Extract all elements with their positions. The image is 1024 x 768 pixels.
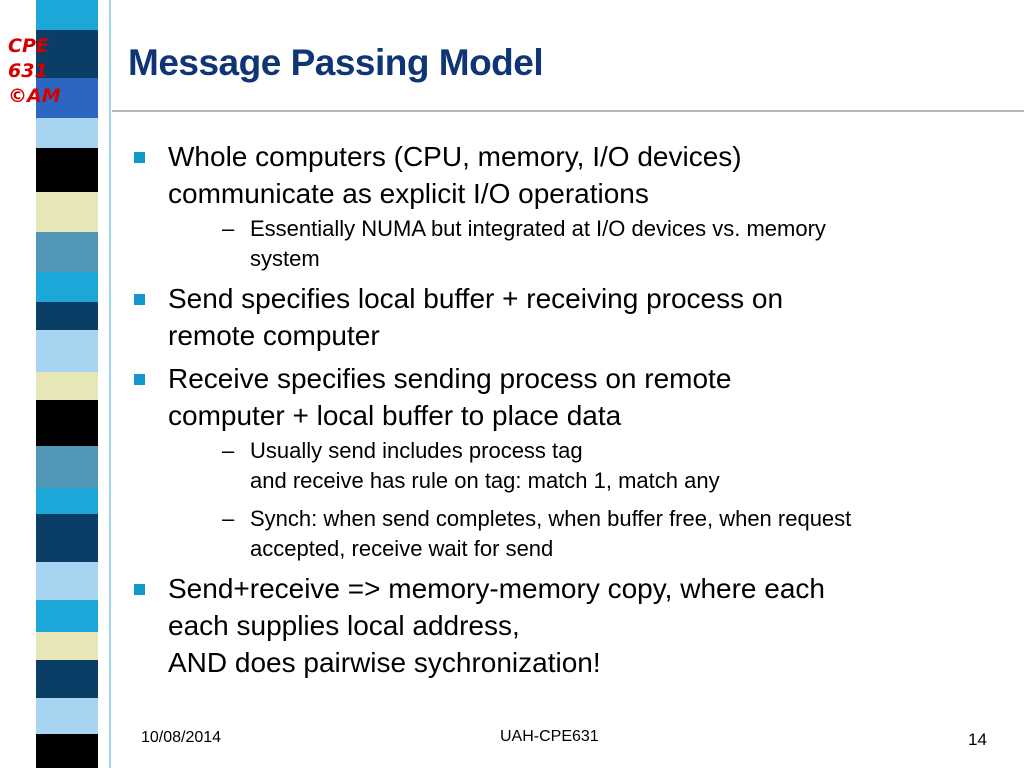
dash-bullet-icon: – bbox=[222, 506, 235, 531]
slide-body: Whole computers (CPU, memory, I/O device… bbox=[130, 138, 1010, 687]
bullet-text: Receive specifies sending process on rem… bbox=[168, 363, 732, 394]
sub-bullet-text: accepted, receive wait for send bbox=[250, 536, 554, 561]
stripe-block bbox=[36, 232, 98, 272]
dash-bullet-icon: – bbox=[222, 438, 235, 463]
sub-bullet-text: Synch: when send completes, when buffer … bbox=[250, 506, 852, 531]
bullet-text: remote computer bbox=[168, 320, 380, 351]
stripe-block bbox=[36, 118, 98, 148]
page-number: 14 bbox=[968, 730, 987, 749]
logo-line: ©AM bbox=[8, 85, 61, 107]
dash-bullet-icon: – bbox=[222, 216, 235, 241]
stripe-block bbox=[36, 330, 98, 372]
bullet-text: Whole computers (CPU, memory, I/O device… bbox=[168, 141, 742, 172]
bullet-text: communicate as explicit I/O operations bbox=[168, 178, 649, 209]
stripe-block bbox=[36, 660, 98, 698]
stripe-block bbox=[36, 600, 98, 632]
stripe-block bbox=[36, 562, 98, 600]
bullet-item: Send specifies local buffer + receiving … bbox=[130, 280, 1010, 354]
square-bullet-icon bbox=[134, 374, 145, 385]
stripe-block bbox=[36, 698, 98, 734]
vertical-rule bbox=[109, 0, 111, 768]
sub-bullet-text: Usually send includes process tag bbox=[250, 438, 583, 463]
stripe-block bbox=[36, 192, 98, 232]
sub-bullet-text: Essentially NUMA but integrated at I/O d… bbox=[250, 216, 826, 241]
bullet-text: AND does pairwise sychronization! bbox=[168, 647, 601, 678]
footer-date: 10/08/2014 bbox=[141, 729, 222, 746]
bullet-text: Send specifies local buffer + receiving … bbox=[168, 283, 784, 314]
stripe-block bbox=[36, 0, 98, 30]
stripe-block bbox=[36, 272, 98, 302]
bullet-text: Send+receive => memory-memory copy, wher… bbox=[168, 573, 825, 604]
decorative-stripe bbox=[36, 0, 98, 768]
footer-course: UAH-CPE631 bbox=[500, 728, 599, 745]
stripe-block bbox=[36, 446, 98, 488]
title-divider bbox=[112, 110, 1024, 112]
sub-bullet-item: – Essentially NUMA but integrated at I/O… bbox=[168, 214, 1010, 274]
sub-bullet-text: and receive has rule on tag: match 1, ma… bbox=[250, 468, 720, 493]
sub-bullet-text: system bbox=[250, 246, 320, 271]
stripe-block bbox=[36, 400, 98, 446]
logo-line: CPE bbox=[8, 35, 49, 57]
stripe-block bbox=[36, 30, 98, 78]
stripe-block bbox=[36, 148, 98, 192]
course-logo: CPE 631 ©AM bbox=[8, 34, 88, 109]
bullet-text: computer + local buffer to place data bbox=[168, 400, 622, 431]
stripe-block bbox=[36, 632, 98, 660]
stripe-block bbox=[36, 78, 98, 118]
square-bullet-icon bbox=[134, 294, 145, 305]
slide-title: Message Passing Model bbox=[128, 42, 544, 83]
stripe-block bbox=[36, 514, 98, 562]
bullet-item: Whole computers (CPU, memory, I/O device… bbox=[130, 138, 1010, 274]
bullet-text: each supplies local address, bbox=[168, 610, 520, 641]
square-bullet-icon bbox=[134, 584, 145, 595]
stripe-block bbox=[36, 302, 98, 330]
bullet-item: Receive specifies sending process on rem… bbox=[130, 360, 1010, 564]
square-bullet-icon bbox=[134, 152, 145, 163]
bullet-item: Send+receive => memory-memory copy, wher… bbox=[130, 570, 1010, 681]
logo-line: 631 bbox=[8, 60, 48, 82]
stripe-block bbox=[36, 488, 98, 514]
stripe-block bbox=[36, 372, 98, 400]
sub-bullet-item: – Usually send includes process tag and … bbox=[168, 436, 1010, 496]
stripe-block bbox=[36, 734, 98, 768]
sub-bullet-item: – Synch: when send completes, when buffe… bbox=[168, 504, 1010, 564]
